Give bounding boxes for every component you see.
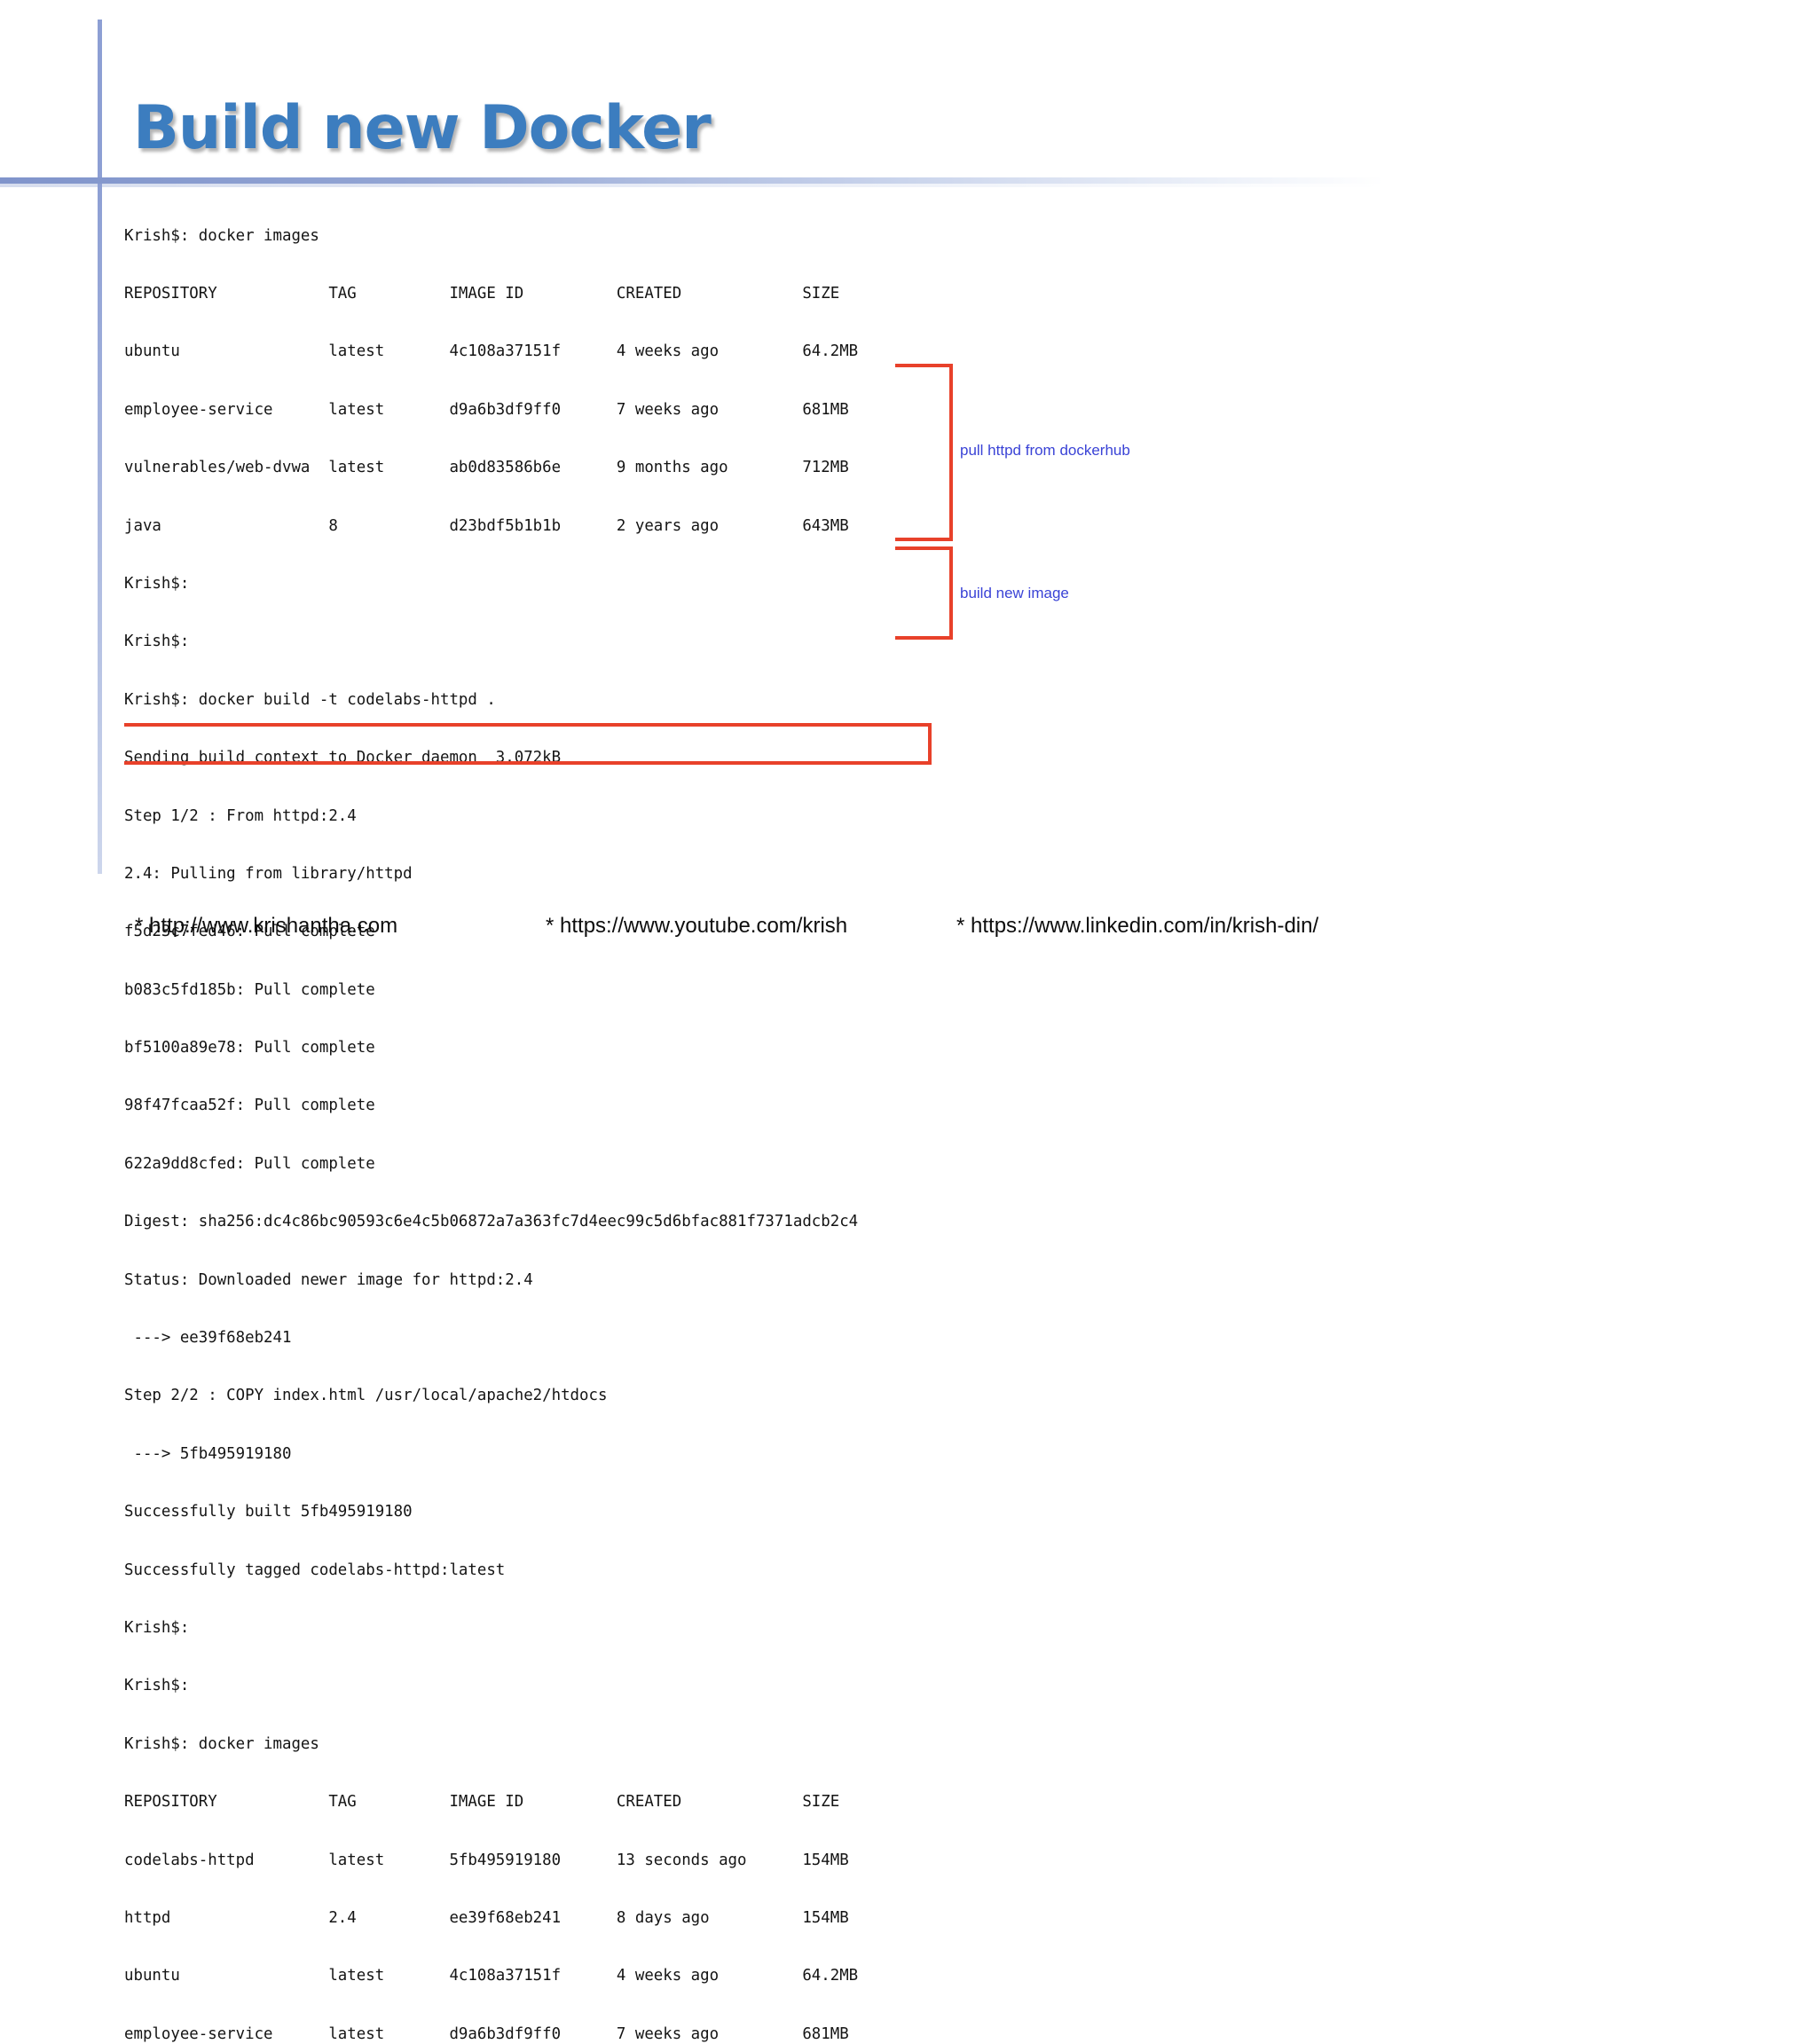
bracket-pull-bottom	[895, 538, 953, 541]
terminal-line: 98f47fcaa52f: Pull complete	[124, 1097, 375, 1115]
terminal-line: Successfully tagged codelabs-httpd:lates…	[124, 1561, 506, 1579]
terminal-line: codelabs-httpd latest 5fb495919180 13 se…	[124, 1851, 849, 1869]
bracket-build-right	[949, 546, 953, 640]
annotation-build-new-image: build new image	[960, 585, 1069, 601]
bracket-pull-top	[895, 364, 953, 367]
title-horizontal-rule	[0, 177, 1384, 184]
highlight-new-images-top	[124, 723, 932, 727]
terminal-line: Step 1/2 : From httpd:2.4	[124, 806, 357, 825]
annotation-pull-httpd: pull httpd from dockerhub	[960, 442, 1130, 459]
terminal-line: httpd 2.4 ee39f68eb241 8 days ago 154MB	[124, 1908, 849, 1927]
terminal-line: Krish$: docker images	[124, 1734, 319, 1753]
terminal-line: 2.4: Pulling from library/httpd	[124, 864, 413, 883]
bracket-build-bottom	[895, 636, 953, 640]
terminal-line: Krish$:	[124, 1677, 190, 1695]
terminal-output: Krish$: docker images REPOSITORY TAG IMA…	[124, 188, 858, 2044]
terminal-line: f5d23c7fed46: Pull complete	[124, 923, 375, 941]
terminal-line: employee-service latest d9a6b3df9ff0 7 w…	[124, 400, 849, 419]
terminal-line: ---> ee39f68eb241	[124, 1329, 292, 1348]
terminal-line: Sending build context to Docker daemon 3…	[124, 749, 562, 767]
highlight-new-images-bottom	[124, 761, 932, 765]
terminal-line: b083c5fd185b: Pull complete	[124, 980, 375, 999]
terminal-line: java 8 d23bdf5b1b1b 2 years ago 643MB	[124, 516, 849, 535]
terminal-line-build-command: Krish$: docker build -t codelabs-httpd .	[124, 690, 496, 709]
page-title: Build new Docker	[133, 93, 712, 163]
terminal-line: Successfully built 5fb495919180	[124, 1503, 413, 1521]
title-vertical-rule	[98, 20, 102, 184]
title-horizontal-rule-shadow	[0, 184, 1384, 187]
footer-link-youtube[interactable]: * https://www.youtube.com/krish	[546, 914, 848, 938]
terminal-line-digest: Digest: sha256:dc4c86bc90593c6e4c5b06872…	[124, 1213, 859, 1231]
footer-link-website[interactable]: * http://www.krishantha.com	[135, 914, 398, 938]
terminal-line: bf5100a89e78: Pull complete	[124, 1039, 375, 1057]
terminal-line: Krish$:	[124, 574, 190, 593]
terminal-line: 622a9dd8cfed: Pull complete	[124, 1154, 375, 1173]
terminal-line: Step 2/2 : COPY index.html /usr/local/ap…	[124, 1387, 608, 1405]
terminal-line: ubuntu latest 4c108a37151f 4 weeks ago 6…	[124, 342, 859, 361]
terminal-line: ---> 5fb495919180	[124, 1444, 292, 1463]
terminal-line: Krish$:	[124, 633, 190, 651]
terminal-line: Status: Downloaded newer image for httpd…	[124, 1270, 533, 1289]
footer-link-linkedin[interactable]: * https://www.linkedin.com/in/krish-din/	[956, 914, 1319, 938]
bracket-pull-right	[949, 364, 953, 541]
terminal-line-table1-header: REPOSITORY TAG IMAGE ID CREATED SIZE	[124, 284, 840, 303]
bracket-build-top	[895, 546, 953, 550]
terminal-line: ubuntu latest 4c108a37151f 4 weeks ago 6…	[124, 1967, 859, 1985]
terminal-line: vulnerables/web-dvwa latest ab0d83586b6e…	[124, 459, 849, 477]
highlight-new-images-right	[928, 723, 932, 765]
terminal-line: employee-service latest d9a6b3df9ff0 7 w…	[124, 2024, 849, 2043]
terminal-line: Krish$:	[124, 1618, 190, 1637]
content-vertical-rule	[98, 184, 102, 874]
terminal-line: Krish$: docker images	[124, 226, 319, 245]
terminal-line-table2-header: REPOSITORY TAG IMAGE ID CREATED SIZE	[124, 1793, 840, 1812]
